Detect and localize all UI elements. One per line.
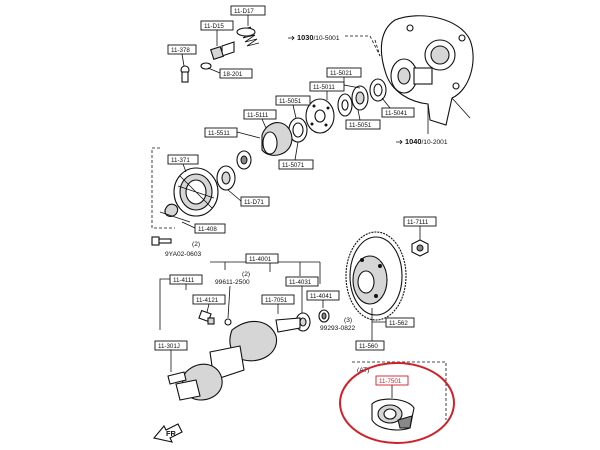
crankshaft <box>175 317 301 401</box>
label-11-560: 11-560 <box>355 340 385 351</box>
gear-small <box>216 150 252 191</box>
highlight-circle <box>339 362 455 444</box>
pin-part <box>198 309 215 325</box>
label-text: 11-378 <box>171 47 190 54</box>
svg-text:9YA02-0603: 9YA02-0603 <box>165 251 202 258</box>
at-group: (AT) 11-7501 <box>339 361 455 444</box>
drive-plate <box>305 98 335 134</box>
label-text: 11-7111 <box>407 219 429 226</box>
bearing-set <box>337 78 387 117</box>
label-11-301j: 11-301J <box>154 340 188 351</box>
label-11-5051-upper: 11-5051 <box>275 95 311 106</box>
label-11-5051-lower: 11-5051 <box>345 119 381 130</box>
front-arrow-icon: FR <box>152 423 183 443</box>
label-text: 18-201 <box>223 71 243 78</box>
label-11-5111: 11-5111 <box>243 109 277 120</box>
label-text: 11-4041 <box>310 293 333 300</box>
reference-1030: 1030/10-5001 <box>288 33 381 57</box>
arrow-right-icon <box>288 35 295 41</box>
bracket-part <box>371 398 415 431</box>
svg-text:1040/10-2001: 1040/10-2001 <box>405 137 448 146</box>
label-text: 11-4001 <box>249 256 272 263</box>
label-text: 11-5071 <box>282 162 305 169</box>
label-text: 11-4121 <box>196 297 219 304</box>
label-11-7111: 11-7111 <box>403 216 437 227</box>
housing-flange <box>390 58 433 94</box>
svg-text:99611-2500: 99611-2500 <box>215 279 250 286</box>
svg-text:(2): (2) <box>192 241 200 248</box>
ring-gear <box>345 231 407 321</box>
label-11-5011: 11-5011 <box>309 81 345 92</box>
label-text: 11-371 <box>171 157 190 164</box>
label-text: 11-5051 <box>279 98 302 105</box>
label-text: 11-D15 <box>204 23 224 30</box>
spring-group <box>180 26 260 83</box>
svg-text:FR: FR <box>166 429 177 438</box>
bolt-part <box>151 236 172 246</box>
label-11-4031: 11-4031 <box>285 276 319 287</box>
ref-9ya02-0603: (2) 9YA02-0603 <box>165 241 202 258</box>
label-11-5041: 11-5041 <box>381 107 415 118</box>
arrow-right-icon <box>396 139 403 145</box>
label-text: 11-5041 <box>385 110 408 117</box>
label-11-4111: 11-4111 <box>169 274 203 285</box>
label-11-7501: 11-7501 <box>375 375 409 386</box>
label-text: 11-D17 <box>234 8 254 15</box>
label-11-5021: 11-5021 <box>326 67 362 78</box>
svg-text:(3): (3) <box>344 317 352 324</box>
label-text: 11-5511 <box>208 130 230 137</box>
key-part <box>167 371 187 385</box>
label-text: 11-5011 <box>313 84 335 91</box>
label-text: 11-D71 <box>244 199 264 206</box>
label-11-4041: 11-4041 <box>306 290 340 301</box>
label-text: 11-4111 <box>173 277 195 284</box>
label-11-d15: 11-D15 <box>200 20 234 31</box>
svg-text:99293-0822: 99293-0822 <box>320 325 356 332</box>
seal-ring <box>288 117 308 143</box>
label-text: 11-7051 <box>265 297 288 304</box>
label-text: 11-7501 <box>379 378 402 385</box>
label-text: 11-5111 <box>247 112 269 119</box>
svg-text:1030/10-5001: 1030/10-5001 <box>297 33 340 42</box>
label-11-4001: 11-4001 <box>245 253 279 264</box>
one-way-clutch <box>159 167 219 223</box>
label-text: 11-560 <box>359 343 378 350</box>
nut-part <box>411 239 429 257</box>
label-text: 11-301J <box>158 343 180 350</box>
label-text: 11-408 <box>198 226 217 233</box>
label-11-408: 11-408 <box>194 223 226 234</box>
label-18-201: 18-201 <box>219 68 253 79</box>
label-text: 11-5021 <box>330 70 353 77</box>
label-11-d71: 11-D71 <box>240 196 270 207</box>
label-text: 11-4031 <box>289 279 312 286</box>
ref-99611-2500: (2) 99611-2500 <box>215 271 250 286</box>
reference-1040: 1040/10-2001 <box>396 104 448 146</box>
label-11-371: 11-371 <box>167 154 199 165</box>
clutch-cup <box>261 122 293 156</box>
label-11-562: 11-562 <box>385 317 415 328</box>
label-11-5071: 11-5071 <box>278 159 314 170</box>
label-11-4121: 11-4121 <box>192 294 226 305</box>
label-11-5511: 11-5511 <box>204 127 238 138</box>
label-11-7051: 11-7051 <box>261 294 295 305</box>
label-text: 11-5051 <box>349 122 372 129</box>
label-11-d17: 11-D17 <box>230 5 266 16</box>
label-11-378: 11-378 <box>167 44 197 55</box>
svg-text:(2): (2) <box>242 271 250 278</box>
label-text: 11-562 <box>389 320 408 327</box>
ref-99293-0822: (3) 99293-0822 <box>320 317 356 332</box>
